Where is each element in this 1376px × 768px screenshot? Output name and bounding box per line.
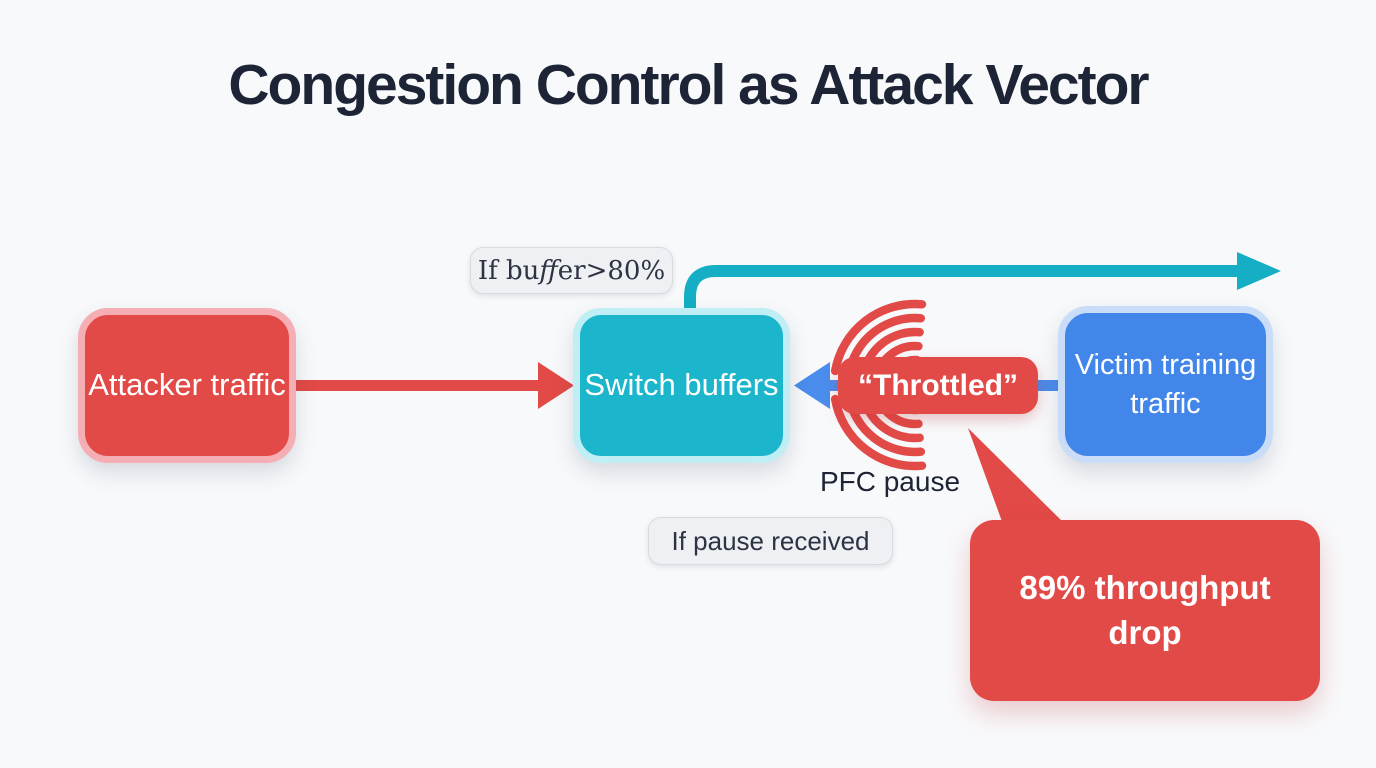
node-switch-buffers: Switch buffers [573,308,790,463]
node-attacker-traffic: Attacker traffic [78,308,296,463]
buffer-overflow-arrow [684,252,1281,309]
condition-buffer-text: If bu [477,255,540,286]
node-label: Attacker traffic [88,367,286,403]
pfc-pause-label: PFC pause [819,466,961,497]
condition-pause-text: If pause received [671,525,870,556]
node-label: Victim training traffic [1074,349,1257,420]
condition-buffer-text-italic: ff [539,255,558,286]
condition-pause-label: If pause received [648,517,893,565]
node-label: Switch buffers [584,367,779,403]
throttled-badge: “Throttled” [838,357,1038,414]
attacker-flow-arrow [296,362,574,409]
diagram-title: Congestion Control as Attack Vector [228,53,1149,117]
node-victim-training-traffic: Victim training traffic [1058,306,1273,463]
condition-buffer-text: er>80% [557,255,666,286]
callout-tail [968,428,1068,527]
throughput-drop-callout: 89% throughput drop [970,520,1320,701]
